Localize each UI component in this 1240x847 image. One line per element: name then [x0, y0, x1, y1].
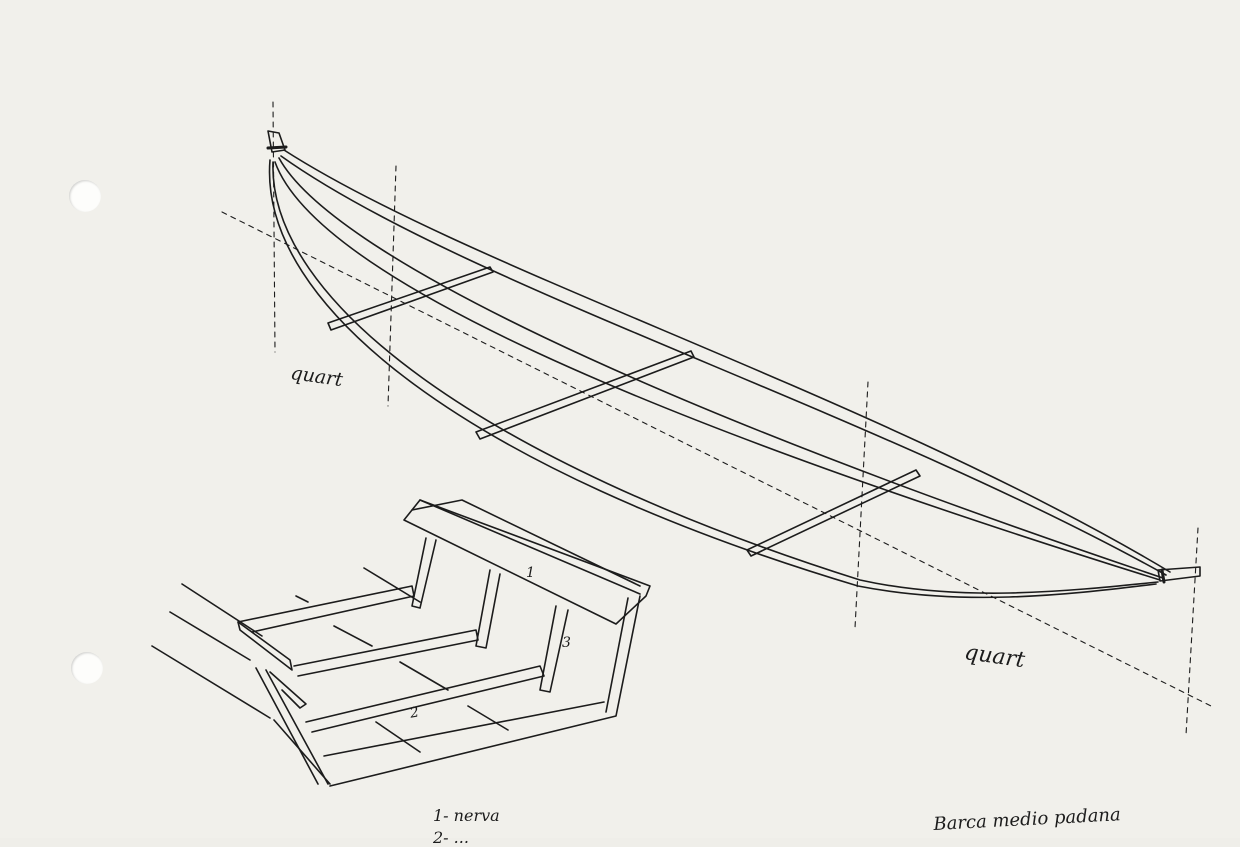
bow-post	[267, 130, 286, 153]
inner-chine-line-a	[278, 157, 1164, 579]
floor-bottom-line	[323, 701, 605, 757]
axis-dashed-line	[221, 211, 1216, 709]
floor-line-1	[295, 595, 309, 603]
legend-line-2: 2- ...	[433, 828, 469, 847]
bow-lashing	[266, 145, 288, 150]
stern-post	[1157, 566, 1201, 582]
hull-plank-line-3	[151, 645, 271, 719]
construction-lines	[221, 101, 1216, 736]
floor-line-2	[333, 625, 373, 647]
inner-chine-line-b	[274, 161, 1161, 581]
upper-beam-edge	[419, 499, 641, 595]
vertical-dashed-line-3	[854, 381, 869, 629]
upper-beam-nerva	[403, 499, 651, 625]
label-part-1: 1	[526, 565, 535, 581]
hull-plank-line-4	[273, 719, 331, 785]
cross-member-lower-2	[305, 665, 545, 733]
upright-post-1	[411, 537, 437, 609]
gunwale-outer-line	[283, 149, 1171, 573]
vertical-dashed-line-4	[1185, 527, 1199, 736]
hull-bottom-line-b	[268, 159, 1157, 599]
floor-line-4	[467, 705, 509, 731]
thwarts	[327, 266, 921, 557]
thwart-1	[327, 266, 494, 331]
section-detail-drawing	[151, 499, 651, 787]
upright-post-2	[475, 569, 501, 649]
hull-bottom-line-a	[272, 161, 1159, 594]
floor-line-3	[399, 661, 449, 691]
label-part-3: 3	[562, 635, 571, 651]
left-gunwale-rail	[237, 621, 293, 671]
boat-drawing	[221, 101, 1216, 736]
binder-hole-bottom	[71, 652, 103, 684]
back-top-rail	[411, 499, 641, 587]
right-side-panel	[329, 595, 641, 787]
legend-line-1: 1- nerva	[433, 806, 500, 825]
left-rail-bracket	[269, 671, 307, 709]
upright-post-3	[539, 605, 569, 693]
vertical-dashed-line-1	[272, 101, 276, 353]
binder-hole-top	[69, 180, 101, 212]
floor-line-6	[375, 721, 421, 753]
hull-plank-line-2	[169, 611, 251, 661]
thwart-2	[475, 350, 695, 440]
thwart-3	[746, 469, 921, 557]
left-side-wall	[255, 667, 329, 785]
stern-lashing	[1160, 568, 1166, 584]
gunwale-inner-line	[280, 155, 1167, 576]
floor-line-5	[363, 567, 421, 603]
hull-plank-line-1	[181, 583, 263, 637]
cross-member-top	[237, 585, 415, 633]
cross-member-middle	[293, 629, 479, 677]
